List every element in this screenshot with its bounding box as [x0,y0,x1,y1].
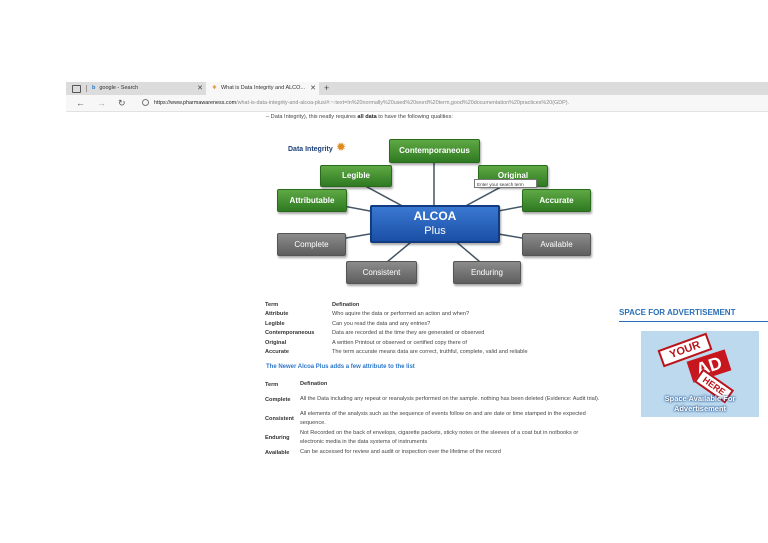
header-definition: Defination [332,301,360,308]
address-bar[interactable]: https://www.pharmawareness.com/what-is-d… [154,98,569,108]
header-term: Term [265,381,279,388]
definition-cell: A written Printout or observed or certif… [332,339,467,346]
section-subheading: The Newer Alcoa Plus adds a few attribut… [266,364,415,370]
definition-cell: Data are recorded at the time they are g… [332,330,485,337]
bing-icon: b [92,85,96,91]
node-alcoa-plus: ALCOA Plus [370,205,500,243]
close-icon[interactable]: ✕ [310,82,316,95]
table-row: Contemporaneous Data are recorded at the… [265,329,528,339]
data-integrity-logo: Data Integrity ✹ [288,140,350,162]
term-cell: Complete [265,396,291,403]
table-row: Available Can be accessed for review and… [265,447,600,458]
term-cell: Consistent [265,415,294,422]
refresh-icon[interactable]: ↻ [118,98,126,108]
header-definition: Defination [300,381,328,388]
table-row: Attribute Who aquire the data or perform… [265,310,528,320]
browser-toolbar: ← → ↻ https://www.pharmawareness.com/wha… [66,95,768,112]
term-cell: Enduring [265,434,290,441]
center-subtitle: Plus [424,225,446,237]
table-row: Complete All the Data including any repe… [265,390,600,409]
header-term: Term [265,301,279,308]
term-cell: Attribute [265,311,289,318]
table-row: Legible Can you read the data and any en… [265,319,528,329]
definition-cell: All the Data including any repeat or rea… [300,396,600,403]
new-tab-button[interactable]: + [324,83,330,93]
site-info-icon[interactable] [142,99,149,106]
ad-banner[interactable]: YOUR AD HERE Space Available For Adverti… [641,331,759,417]
site-favicon-icon: ❖ [212,85,217,91]
ad-caption-line-1: Space Available For [664,394,736,403]
node-contemporaneous: Contemporaneous [389,139,480,163]
tab-label: google - Search [99,85,139,91]
tab-divider [86,85,87,92]
center-title: ALCOA [413,209,457,223]
node-attributable: Attributable [277,189,347,212]
table-row: Original A written Printout or observed … [265,338,528,348]
node-legible: Legible [320,165,392,187]
ad-title: SPACE FOR ADVERTISEMENT [619,308,736,317]
term-cell: Legible [265,320,285,327]
table-row: Accurate The term accurate means data ar… [265,348,528,358]
node-consistent: Consistent [346,261,417,284]
term-cell: Contemporaneous [265,330,315,337]
tab-data-integrity[interactable]: ❖What is Data Integrity and ALCO... ✕ [206,82,319,95]
intro-text: – Data Integrity), this neatly requires … [266,114,453,120]
back-arrow-icon[interactable]: ← [76,98,85,108]
node-complete: Complete [277,233,346,256]
definition-cell: The term accurate means data are correct… [332,349,528,356]
gear-icon: ✹ [336,140,347,154]
tab-label: What is Data Integrity and ALCO... [220,85,306,91]
table-header-row: Term Defination [265,379,600,390]
definition-cell: Who aquire the data or performed an acti… [332,311,470,318]
node-available: Available [522,233,591,256]
url-host: https://www.pharmawareness.com [154,100,237,106]
ad-caption-line-2: Advertisement [673,404,727,413]
logo-text: Data Integrity [288,146,333,153]
alcoa-definition-table: Term Defination Attribute Who aquire the… [265,300,528,357]
definition-cell: All elements of the analysis such as the… [300,411,586,426]
tab-actions-icon[interactable] [72,85,81,93]
table-row: Consistent All elements of the analysis … [265,409,600,428]
node-enduring: Enduring [453,261,521,284]
term-cell: Accurate [265,349,289,356]
table-row: Enduring Not Recorded on the back of env… [265,428,600,447]
term-cell: Original [265,339,287,346]
definition-cell: Not Recorded on the back of envelops, ci… [300,430,579,445]
url-path: /what-is-data-integrity-and-alcoa-plus/#… [236,100,569,106]
ad-title-underline [619,321,768,322]
table-header-row: Term Defination [265,300,528,310]
close-icon[interactable]: ✕ [197,85,203,92]
alcoa-plus-definition-table: Term Defination Complete All the Data in… [265,379,600,458]
forward-arrow-icon[interactable]: → [97,98,106,108]
definition-cell: Can be accessed for review and audit or … [300,449,501,456]
term-cell: Available [265,449,290,456]
definition-cell: Can you read the data and any entries? [332,320,431,327]
node-accurate: Accurate [522,189,591,212]
search-tooltip: Enter your search term [474,179,537,188]
